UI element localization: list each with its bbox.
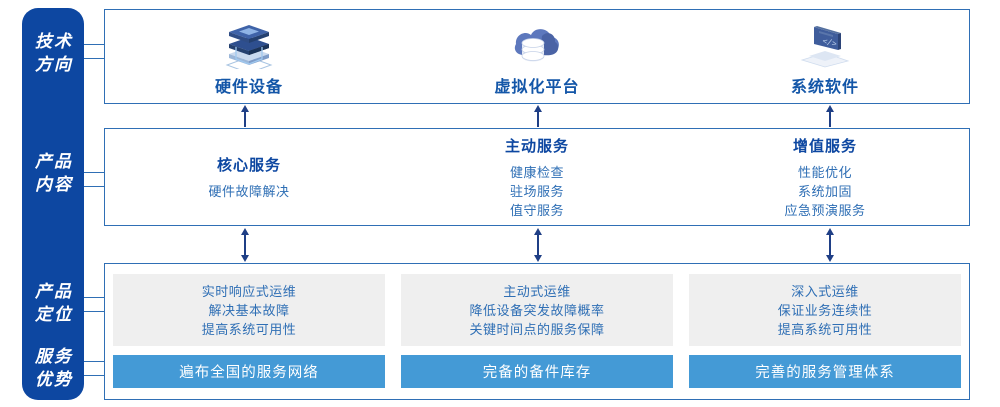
content-column-core-service[interactable]: 核心服务 硬件故障解决 (105, 129, 393, 225)
rail-label-line: 产品 (35, 282, 73, 301)
tech-column-virtualization[interactable]: 虚拟化平台 (393, 10, 681, 103)
bottom-column-2: 主动式运维 降低设备突发故障概率 关键时间点的服务保障 完备的备件库存 (393, 264, 681, 399)
content-item: 应急预演服务 (784, 202, 866, 218)
content-item: 健康检查 (509, 164, 564, 180)
positioning-line: 解决基本故障 (208, 302, 290, 318)
content-item: 驻场服务 (509, 183, 564, 199)
content-item: 硬件故障解决 (208, 183, 290, 199)
positioning-card: 深入式运维 保证业务连续性 提高系统可用性 (689, 274, 961, 346)
positioning-line: 主动式运维 (503, 283, 571, 299)
connector-line (84, 172, 106, 173)
product-content-section: 核心服务 硬件故障解决 主动服务 健康检查 驻场服务 值守服务 增值服务 性能优… (104, 128, 970, 226)
cloud-database-icon (506, 17, 568, 67)
positioning-card: 实时响应式运维 解决基本故障 提高系统可用性 (113, 274, 385, 346)
connector-line (84, 375, 106, 376)
connector-line (84, 186, 106, 187)
tech-title: 系统软件 (790, 78, 859, 96)
content-title: 核心服务 (216, 156, 281, 174)
rail-label-service-advantage: 服务 优势 (22, 345, 84, 391)
connector-line (84, 311, 106, 312)
advantage-bar[interactable]: 完备的备件库存 (401, 355, 673, 388)
connector-line (84, 44, 106, 45)
content-title: 增值服务 (792, 137, 857, 155)
positioning-line: 提高系统可用性 (777, 321, 873, 337)
content-item: 系统加固 (797, 183, 852, 199)
positioning-line: 关键时间点的服务保障 (469, 321, 605, 337)
tech-title: 虚拟化平台 (494, 78, 580, 96)
rail-label-tech-direction: 技术 方向 (22, 30, 84, 76)
svg-text:</>: </> (822, 36, 838, 48)
advantage-bar[interactable]: 遍布全国的服务网络 (113, 355, 385, 388)
connector-line (84, 297, 106, 298)
bottom-column-3: 深入式运维 保证业务连续性 提高系统可用性 完善的服务管理体系 (681, 264, 969, 399)
rail-label-line: 方向 (35, 55, 73, 74)
rail-label-line: 内容 (35, 175, 73, 194)
content-column-proactive-service[interactable]: 主动服务 健康检查 驻场服务 值守服务 (393, 129, 681, 225)
positioning-card: 主动式运维 降低设备突发故障概率 关键时间点的服务保障 (401, 274, 673, 346)
rail-label-product-position: 产品 定位 (22, 280, 84, 326)
positioning-line: 降低设备突发故障概率 (469, 302, 605, 318)
content-item: 性能优化 (797, 164, 852, 180)
left-rail (22, 8, 84, 400)
rail-label-line: 技术 (35, 32, 73, 51)
positioning-line: 提高系统可用性 (201, 321, 297, 337)
position-advantage-section: 实时响应式运维 解决基本故障 提高系统可用性 遍布全国的服务网络 主动式运维 降… (104, 263, 970, 400)
tech-column-hardware[interactable]: 硬件设备 (105, 10, 393, 103)
laptop-code-icon: </> (794, 17, 856, 67)
positioning-line: 保证业务连续性 (777, 302, 873, 318)
content-title: 主动服务 (504, 137, 569, 155)
content-item: 值守服务 (509, 202, 564, 218)
tech-column-system-software[interactable]: </> 系统软件 (681, 10, 969, 103)
content-column-value-added-service[interactable]: 增值服务 性能优化 系统加固 应急预演服务 (681, 129, 969, 225)
positioning-line: 实时响应式运维 (201, 283, 297, 299)
tech-direction-section: 硬件设备 (104, 9, 970, 104)
arrow-up-down-icon (238, 228, 252, 267)
connector-line (84, 58, 106, 59)
advantage-bar[interactable]: 完善的服务管理体系 (689, 355, 961, 388)
positioning-line: 深入式运维 (791, 283, 859, 299)
arrow-up-icon (823, 104, 837, 132)
arrow-up-icon (238, 104, 252, 132)
rail-label-line: 定位 (35, 305, 73, 324)
rail-label-line: 产品 (35, 152, 73, 171)
arrow-up-icon (531, 104, 545, 132)
bottom-column-1: 实时响应式运维 解决基本故障 提高系统可用性 遍布全国的服务网络 (105, 264, 393, 399)
arrow-up-down-icon (823, 228, 837, 267)
connector-line (84, 361, 106, 362)
arrow-up-down-icon (531, 228, 545, 267)
rail-label-line: 服务 (35, 347, 73, 366)
tech-title: 硬件设备 (214, 78, 283, 96)
rail-label-product-content: 产品 内容 (22, 150, 84, 196)
rail-label-line: 优势 (35, 370, 73, 389)
server-stack-icon (218, 17, 280, 74)
